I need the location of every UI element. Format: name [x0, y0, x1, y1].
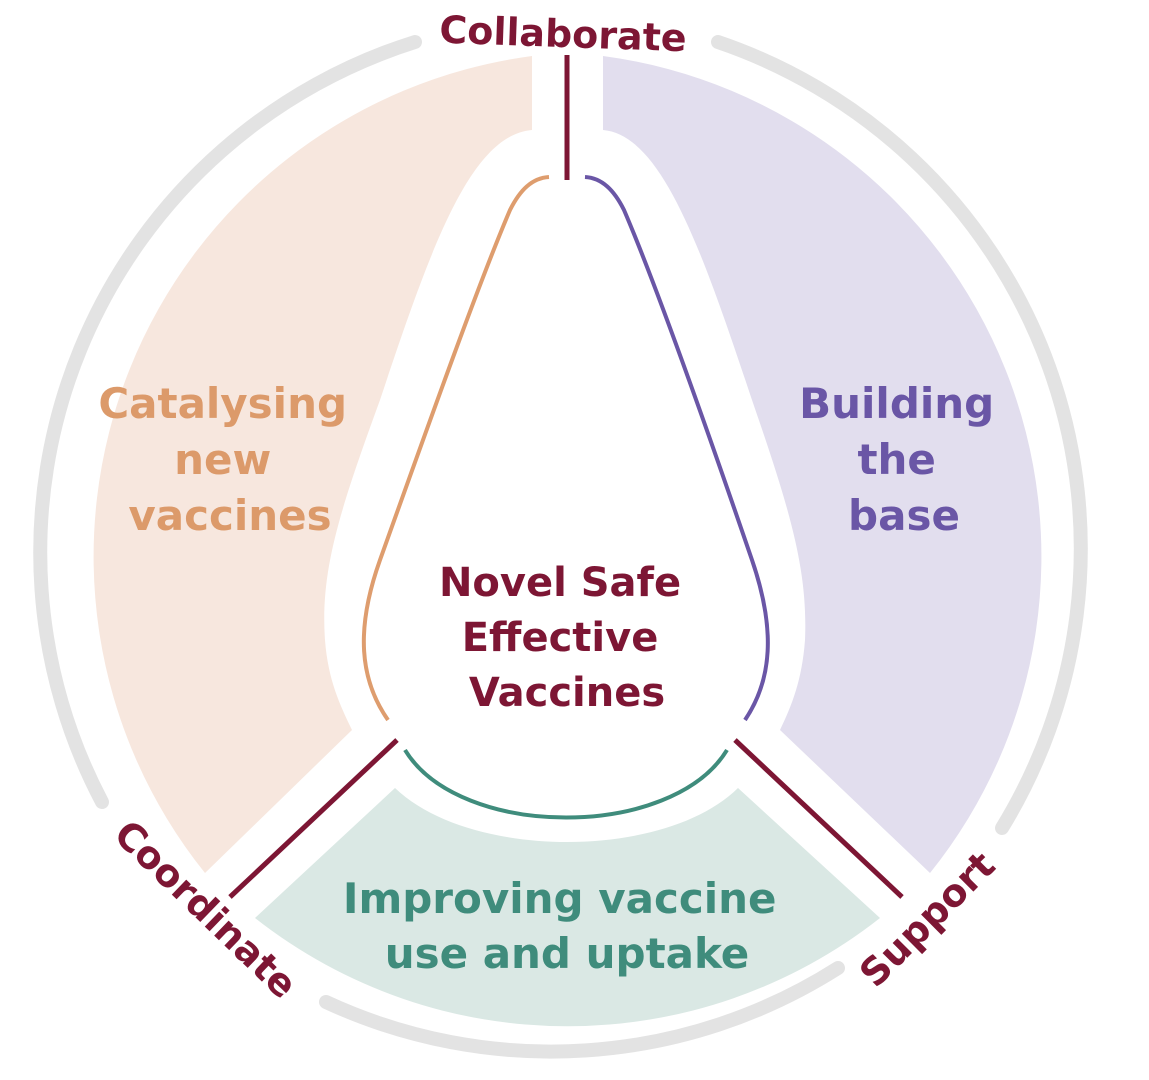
segment-label-left-line-3: vaccines	[128, 491, 331, 540]
outer-ring-arc-right	[711, 35, 1088, 835]
center-label-line-2: Effective	[462, 615, 659, 661]
segment-label-right-line-3: base	[848, 491, 960, 540]
drop-outline-right	[584, 175, 770, 722]
segment-label-left: Catalysing new vaccines	[98, 379, 361, 540]
segment-building-the-base	[603, 56, 1042, 873]
center-label-line-1: Novel Safe	[439, 560, 681, 606]
connector-lines	[228, 55, 904, 899]
drop-outline-left	[361, 175, 550, 722]
connector-right	[733, 738, 904, 899]
segment-label-right: Building the base	[799, 379, 1009, 540]
connector-left	[228, 738, 399, 899]
segment-label-bottom-line-2: use and uptake	[385, 929, 750, 978]
center-label-line-3: Vaccines	[469, 670, 665, 716]
center-label: Novel Safe Effective Vaccines	[439, 560, 695, 716]
segment-label-left-line-1: Catalysing	[98, 379, 347, 428]
drop-outline-bottom	[403, 748, 729, 820]
segment-label-right-line-2: the	[857, 435, 935, 484]
outer-ring	[33, 35, 1088, 1059]
segment-improving-vaccine-use	[255, 788, 880, 1027]
outer-ring-arc-bottom	[319, 961, 845, 1059]
segment-label-bottom: Improving vaccine use and uptake	[343, 874, 791, 978]
segment-catalysing-new-vaccines	[93, 56, 533, 873]
segment-label-right-line-1: Building	[799, 379, 994, 428]
segment-label-bottom-line-1: Improving vaccine	[343, 874, 777, 923]
segment-label-left-line-2: new	[174, 435, 271, 484]
ring-label-collaborate: Collaborate	[439, 8, 688, 61]
outer-ring-arc-left	[33, 35, 422, 809]
